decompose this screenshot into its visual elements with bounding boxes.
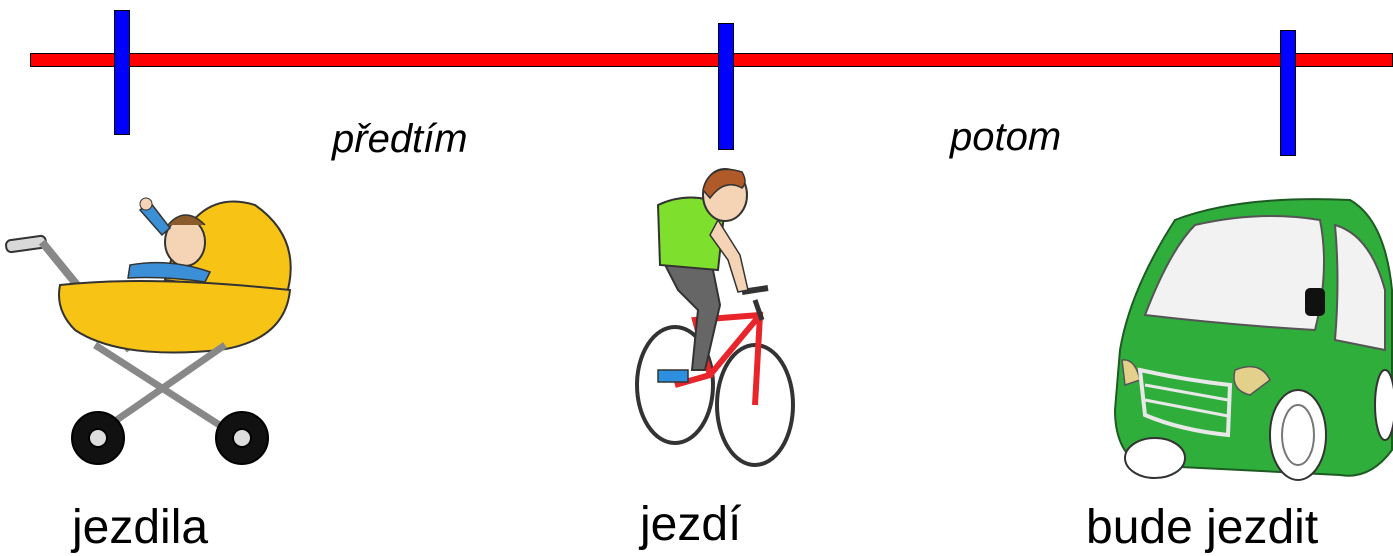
cyclist-icon — [635, 168, 795, 467]
timeline-tick-future — [1280, 30, 1296, 156]
caption-past-tense: jezdila — [72, 501, 209, 554]
caption-present-tense: jezdí — [640, 498, 742, 551]
caption-future-tense: bude jezdit — [1086, 501, 1319, 554]
baby-pram-icon — [5, 197, 292, 465]
timeline-tick-past — [114, 10, 130, 135]
timeline-bar — [30, 53, 1393, 67]
before-label: předtím — [332, 117, 468, 161]
timeline-tick-present — [718, 23, 734, 150]
after-label: potom — [950, 115, 1062, 159]
green-car-icon — [1113, 198, 1393, 481]
